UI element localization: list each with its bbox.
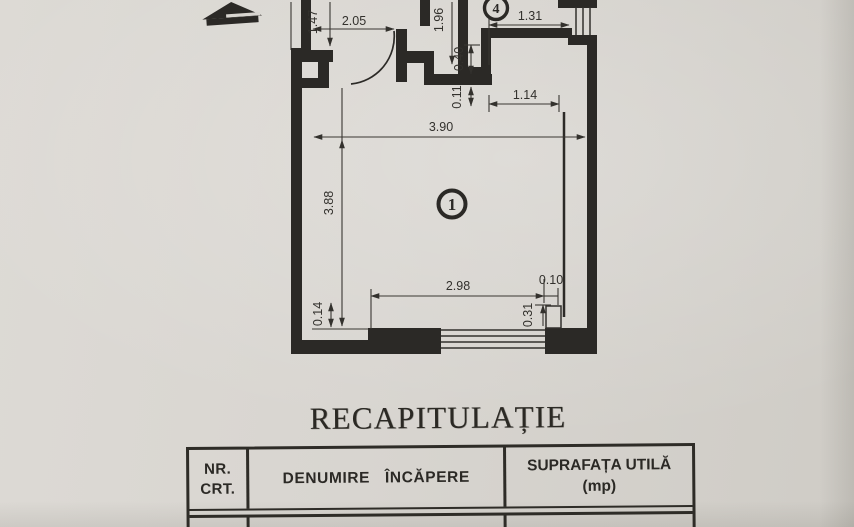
dimension-0-11: 0.11 xyxy=(450,85,474,109)
dimension-1-14: 1.14 xyxy=(488,88,560,112)
wall-segment xyxy=(568,35,597,45)
wall-segment xyxy=(481,28,491,77)
wall-segment xyxy=(420,0,430,26)
dimension-0-14: 0.14 xyxy=(311,302,334,328)
room-number: 1 xyxy=(448,195,457,214)
header-cell-suprafata: SUPRAFAȚA UTILĂ (mp) xyxy=(506,446,692,506)
nr-label: NR. xyxy=(204,460,232,479)
dimension-3-90: 3.90 xyxy=(313,120,586,140)
wall-segment xyxy=(545,328,597,354)
row-cell-denumire xyxy=(249,515,507,527)
north-arrow-bar xyxy=(206,15,259,26)
dimension-label: 1.96 xyxy=(432,8,446,32)
dimension-label: 2.98 xyxy=(446,279,470,293)
dimension-label: 0.10 xyxy=(539,273,563,287)
header-cell-denumire: DENUMIRE ÎNCĂPERE xyxy=(249,447,507,509)
window-bottom xyxy=(441,329,545,349)
dimension-label: 2.05 xyxy=(342,14,366,28)
wall-segment xyxy=(458,67,491,77)
dimension-2-05: 2.05 xyxy=(312,14,395,32)
dimension-label: 0.31 xyxy=(521,303,535,327)
wall-segment xyxy=(291,78,329,88)
dimension-label: 1.47 xyxy=(306,10,320,34)
header-cell-nr-crt: NR. CRT. xyxy=(189,449,250,509)
paper-shading-right xyxy=(820,0,854,527)
denumire-label: DENUMIRE ÎNCĂPERE xyxy=(282,468,470,487)
north-arrow-icon xyxy=(202,2,263,26)
row-cell-suprafata xyxy=(507,514,693,527)
recap-table: NR. CRT. DENUMIRE ÎNCĂPERE SUPRAFAȚA UTI… xyxy=(186,443,696,527)
dimension-1-31: 1.31 xyxy=(488,9,570,65)
paper-shading-bottom xyxy=(0,501,854,527)
recap-title: RECAPITULAȚIE xyxy=(309,399,567,436)
room-4-label: 4 xyxy=(482,0,510,22)
dimension-label: 3.88 xyxy=(322,191,336,215)
dimension-label: 0.14 xyxy=(311,302,325,326)
dimension-label: 0.11 xyxy=(450,85,464,108)
wall-segment xyxy=(424,51,434,85)
window-top-right xyxy=(575,7,591,35)
room-number: 4 xyxy=(493,2,500,17)
dimension-1-96: 1.96 xyxy=(432,2,455,65)
room-circle xyxy=(482,0,510,22)
wall-segment xyxy=(318,55,329,88)
wall-segment xyxy=(481,28,572,38)
wall-segment xyxy=(301,0,311,58)
north-arrow-notch xyxy=(226,12,261,18)
room-1-label: 1 xyxy=(436,188,468,220)
door-arc xyxy=(350,30,396,85)
row-cell-nr xyxy=(189,517,250,527)
walls xyxy=(290,0,597,354)
mp-label: (mp) xyxy=(582,477,617,495)
wall-segment xyxy=(587,43,597,334)
dimension-3-88: 3.88 xyxy=(322,88,345,327)
dimension-2-98: 2.98 xyxy=(370,279,545,329)
wall-segment xyxy=(368,328,441,354)
wall-segment xyxy=(291,340,368,354)
table-header-row: NR. CRT. DENUMIRE ÎNCĂPERE SUPRAFAȚA UTI… xyxy=(189,446,692,509)
dimension-0-10: 0.10 xyxy=(539,273,563,305)
dimension-label: 3.90 xyxy=(429,120,453,134)
window-sill xyxy=(545,305,562,329)
room-circle xyxy=(436,188,468,220)
wall-segment xyxy=(558,0,597,8)
wall-segment xyxy=(458,0,468,77)
dimension-0-40: 0.40 xyxy=(452,44,480,75)
floor-plan: 1.47 2.05 1.96 1.31 0.40 0.11 1.14 xyxy=(202,0,597,354)
wall-segment xyxy=(291,48,302,354)
dimension-0-31: 0.31 xyxy=(521,303,551,327)
dimension-label: 1.31 xyxy=(518,9,542,23)
suprafata-label: SUPRAFAȚA UTILĂ xyxy=(527,456,672,475)
door-jamb xyxy=(396,29,407,82)
crt-label: CRT. xyxy=(200,480,236,498)
dimension-label: 0.40 xyxy=(452,47,466,71)
dimension-label: 1.14 xyxy=(513,88,537,102)
wall-segment xyxy=(424,74,492,85)
